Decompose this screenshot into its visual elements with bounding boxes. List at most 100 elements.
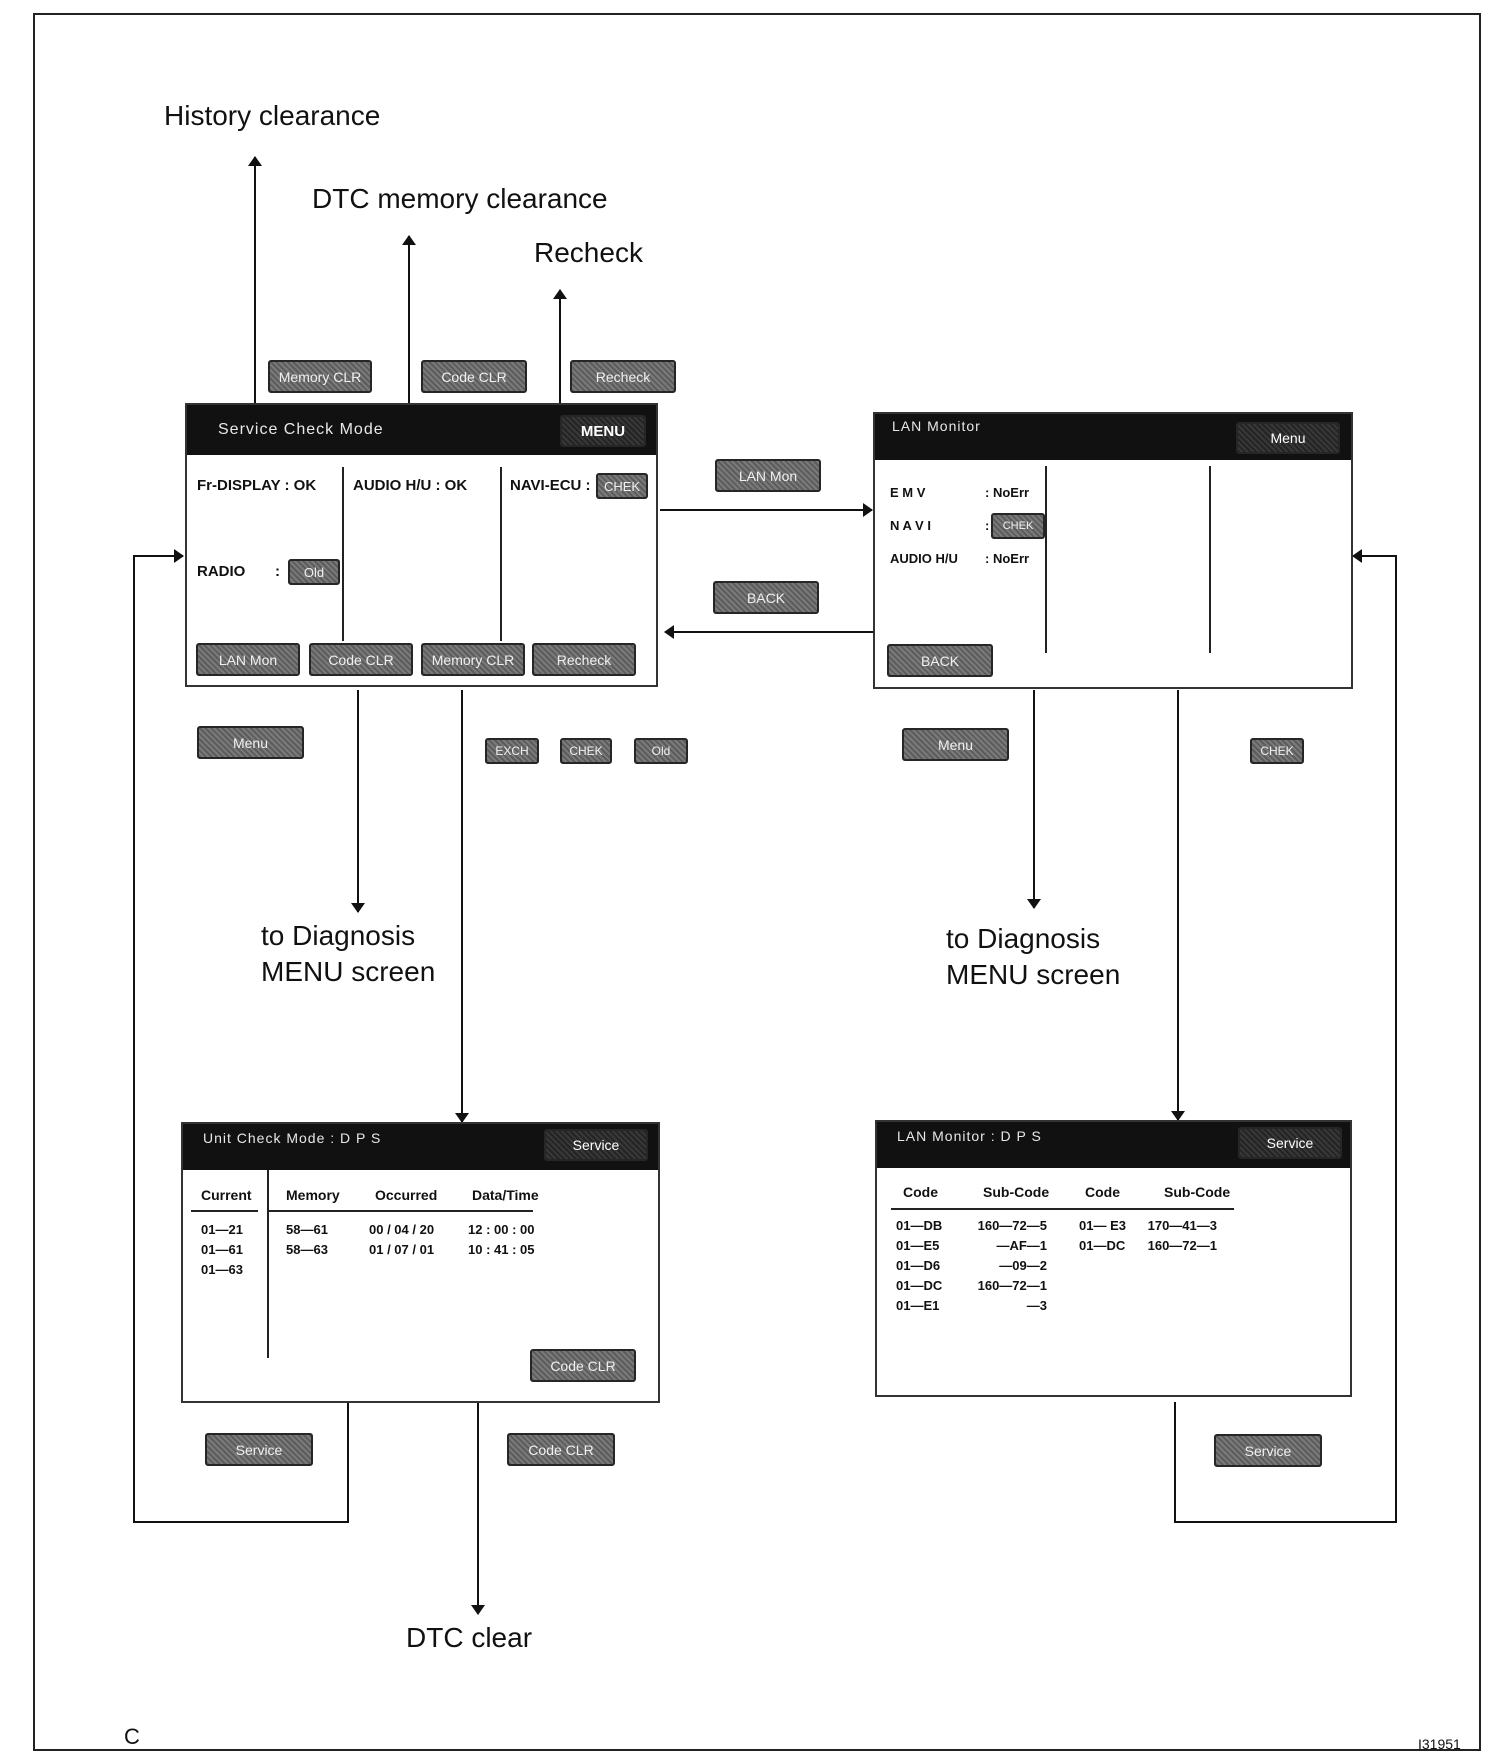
menu-button[interactable]: MENU bbox=[560, 415, 646, 447]
emv-status: : NoErr bbox=[985, 485, 1030, 500]
to-diagnosis-left-line2: MENU screen bbox=[261, 956, 436, 987]
code-column-1: 01—DB 01—E5 01—D6 01—DC 01—E1 bbox=[896, 1216, 942, 1316]
dtc-code: 01—D6 bbox=[896, 1258, 941, 1273]
service-button-right[interactable]: Service bbox=[1214, 1434, 1322, 1467]
sub-code: —3 bbox=[1026, 1298, 1047, 1313]
memory-clr-button[interactable]: Memory CLR bbox=[421, 643, 525, 676]
audio-hu-status: AUDIO H/U : OK bbox=[353, 477, 468, 494]
memory-column: 58—61 58—63 bbox=[286, 1220, 328, 1260]
sub-code: —09—2 bbox=[999, 1258, 1047, 1273]
service-check-mode-screen: Service Check Mode MENU Fr-DISPLAY : OK … bbox=[185, 403, 658, 687]
divider bbox=[1209, 466, 1211, 653]
old-button[interactable]: Old bbox=[634, 738, 688, 764]
history-clearance-label: History clearance bbox=[164, 100, 381, 131]
dtc-clear-label: DTC clear bbox=[406, 1622, 533, 1653]
radio-label: RADIO bbox=[197, 563, 246, 580]
occurred-date: 01 / 07 / 01 bbox=[369, 1242, 435, 1257]
sub-code-header: Sub-Code bbox=[1164, 1184, 1231, 1200]
dtc-code: 01— E3 bbox=[1079, 1218, 1126, 1233]
lan-mon-button-middle[interactable]: LAN Mon bbox=[715, 459, 821, 492]
audio-hu-label: AUDIO H/U bbox=[890, 551, 958, 566]
menu-button-left[interactable]: Menu bbox=[197, 726, 304, 759]
radio-old-button[interactable]: Old bbox=[288, 559, 340, 585]
lan-monitor-back-button[interactable]: BACK bbox=[887, 644, 993, 677]
sub-code: 160—72—1 bbox=[1147, 1238, 1217, 1253]
fr-display-status: Fr-DISPLAY : OK bbox=[197, 477, 317, 494]
service-button-left[interactable]: Service bbox=[205, 1433, 313, 1466]
datetime-column: 12 : 00 : 00 10 : 41 : 05 bbox=[468, 1220, 535, 1260]
menu-button-right[interactable]: Menu bbox=[902, 728, 1009, 761]
memory-code: 58—61 bbox=[286, 1222, 328, 1237]
current-code: 01—21 bbox=[201, 1222, 243, 1237]
sub-code-column-2: 170—41—3 160—72—1 bbox=[1127, 1216, 1217, 1256]
navi-colon: : bbox=[985, 518, 990, 533]
unit-check-mode-screen: Unit Check Mode : D P S Service Current … bbox=[181, 1122, 660, 1403]
current-code: 01—61 bbox=[201, 1242, 243, 1257]
divider bbox=[1045, 466, 1047, 653]
sub-code: —AF—1 bbox=[996, 1238, 1047, 1253]
sub-code: 160—72—1 bbox=[977, 1278, 1047, 1293]
chek-button-right[interactable]: CHEK bbox=[1250, 738, 1304, 764]
divider bbox=[267, 1170, 269, 1358]
code-header: Code bbox=[1085, 1184, 1120, 1200]
lan-dps-service-button[interactable]: Service bbox=[1238, 1127, 1342, 1159]
navi-chek-button[interactable]: CHEK bbox=[991, 513, 1045, 539]
divider bbox=[500, 467, 502, 641]
header-rule bbox=[191, 1210, 258, 1212]
occurred-column: 00 / 04 / 20 01 / 07 / 01 bbox=[369, 1220, 434, 1260]
code-clr-button-bottom[interactable]: Code CLR bbox=[507, 1433, 615, 1466]
radio-colon: : bbox=[275, 563, 280, 580]
memory-code: 58—63 bbox=[286, 1242, 328, 1257]
occurred-date: 00 / 04 / 20 bbox=[369, 1222, 435, 1237]
to-diagnosis-left-line1: to Diagnosis bbox=[261, 920, 416, 951]
back-button-middle[interactable]: BACK bbox=[713, 581, 819, 614]
figure-id: I31951 bbox=[1418, 1736, 1461, 1752]
datetime-value: 10 : 41 : 05 bbox=[468, 1242, 535, 1257]
current-code: 01—63 bbox=[201, 1262, 243, 1277]
code-clr-button-top[interactable]: Code CLR bbox=[421, 360, 527, 393]
sub-code: 160—72—5 bbox=[977, 1218, 1047, 1233]
lan-monitor-screen: LAN Monitor Menu E M V : NoErr N A V I :… bbox=[873, 412, 1353, 689]
lan-monitor-title: LAN Monitor bbox=[892, 418, 981, 434]
lan-monitor-menu-button[interactable]: Menu bbox=[1236, 422, 1340, 454]
datetime-value: 12 : 00 : 00 bbox=[468, 1222, 535, 1237]
sub-code: 170—41—3 bbox=[1147, 1218, 1217, 1233]
header-rule bbox=[891, 1208, 1234, 1210]
current-header: Current bbox=[201, 1187, 252, 1203]
loop-service-right bbox=[1174, 549, 1397, 1523]
dtc-code: 01—DB bbox=[896, 1218, 943, 1233]
unit-check-service-button[interactable]: Service bbox=[544, 1129, 648, 1161]
dtc-code: 01—DC bbox=[1079, 1238, 1126, 1253]
corner-letter: C bbox=[124, 1724, 140, 1749]
figure-frame bbox=[33, 13, 1481, 1751]
loop-service-left bbox=[133, 549, 349, 1523]
code-clr-button[interactable]: Code CLR bbox=[309, 643, 413, 676]
header-rule bbox=[269, 1210, 533, 1212]
exch-button[interactable]: EXCH bbox=[485, 738, 539, 764]
sub-code-header: Sub-Code bbox=[983, 1184, 1050, 1200]
to-diagnosis-right-line2: MENU screen bbox=[946, 959, 1121, 990]
lan-mon-button[interactable]: LAN Mon bbox=[196, 643, 300, 676]
recheck-button-top[interactable]: Recheck bbox=[570, 360, 676, 393]
memory-clr-button-top[interactable]: Memory CLR bbox=[268, 360, 372, 393]
dtc-memory-clearance-label: DTC memory clearance bbox=[312, 183, 608, 214]
emv-label: E M V bbox=[890, 485, 926, 500]
memory-header: Memory bbox=[286, 1187, 340, 1203]
navi-ecu-label: NAVI-ECU : bbox=[510, 477, 591, 494]
code-column-2: 01— E3 01—DC bbox=[1079, 1216, 1126, 1256]
datetime-header: Data/Time bbox=[472, 1187, 539, 1203]
sub-code-column-1: 160—72—5 —AF—1 —09—2 160—72—1 —3 bbox=[957, 1216, 1047, 1316]
unit-check-code-clr-button[interactable]: Code CLR bbox=[530, 1349, 636, 1382]
navi-ecu-chek-button[interactable]: CHEK bbox=[596, 473, 648, 499]
chek-button-left[interactable]: CHEK bbox=[560, 738, 612, 764]
recheck-button[interactable]: Recheck bbox=[532, 643, 636, 676]
to-diagnosis-right-line1: to Diagnosis bbox=[946, 923, 1101, 954]
code-header: Code bbox=[903, 1184, 938, 1200]
lan-monitor-dps-screen: LAN Monitor : D P S Service Code Sub-Cod… bbox=[875, 1120, 1352, 1397]
dtc-code: 01—E5 bbox=[896, 1238, 940, 1253]
navi-label: N A V I bbox=[890, 518, 931, 533]
current-column: 01—21 01—61 01—63 bbox=[201, 1220, 243, 1280]
unit-check-title: Unit Check Mode : D P S bbox=[203, 1130, 382, 1146]
divider bbox=[342, 467, 344, 641]
